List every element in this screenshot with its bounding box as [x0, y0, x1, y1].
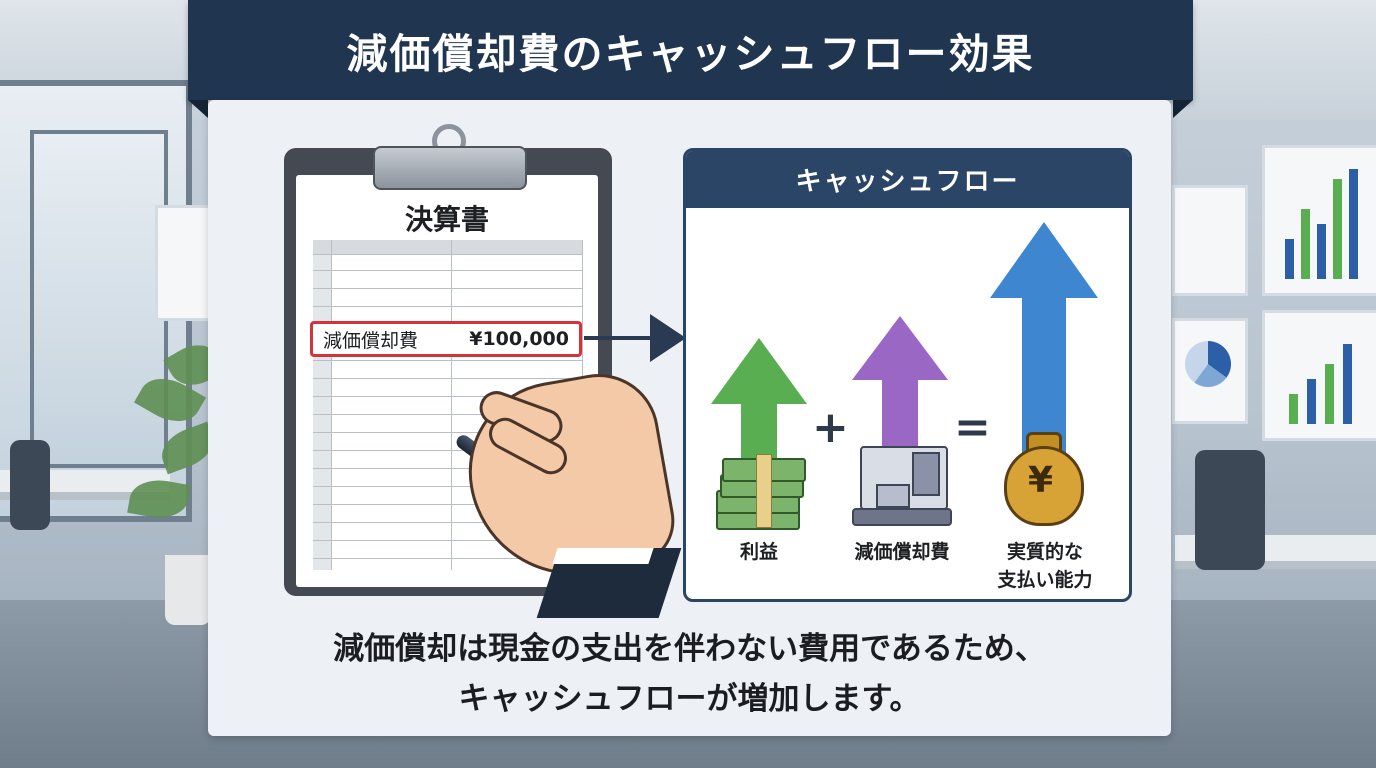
chair-left — [10, 440, 50, 530]
wall-line-chart-poster — [1172, 185, 1248, 296]
wall-chart-poster — [1262, 145, 1376, 296]
plus-operator: + — [812, 402, 849, 453]
pointer-arrow-shaft — [584, 336, 654, 340]
money-bag-icon: ¥ — [1000, 430, 1086, 526]
chair-right — [1195, 450, 1265, 570]
cashflow-header: キャッシュフロー — [686, 151, 1129, 208]
wall-bar-poster — [1262, 310, 1376, 441]
profit-label: 利益 — [739, 541, 778, 563]
depreciation-line-item: 減価償却費 ¥100,000 — [310, 321, 582, 357]
banner-fold — [1173, 100, 1193, 118]
line-item-amount: ¥100,000 — [469, 328, 569, 350]
wall-poster-left — [155, 205, 213, 321]
page-title: 減価償却費のキャッシュフロー効果 — [188, 0, 1193, 100]
equals-operator: = — [954, 402, 991, 453]
machinery-icon — [852, 440, 952, 528]
glass-partition — [30, 130, 168, 468]
caption: 減価償却は現金の支出を伴わない費用であるため、 キャッシュフローが増加します。 — [208, 624, 1171, 724]
cash-stack-icon — [716, 448, 806, 530]
wall-pie-poster — [1172, 318, 1248, 424]
clipboard-clip — [373, 146, 527, 190]
result-label-line2: 支払い能力 — [997, 569, 1093, 591]
statement-title: 決算書 — [404, 203, 489, 236]
result-label-line1: 実質的な — [1006, 541, 1083, 563]
caption-line1: 減価償却は現金の支出を伴わない費用であるため、 — [333, 631, 1046, 667]
plant-pot — [165, 555, 211, 625]
caption-line2: キャッシュフローが増加します。 — [458, 681, 921, 717]
shirt-cuff — [552, 548, 654, 564]
banner-fold — [188, 100, 208, 118]
depreciation-label: 減価償却費 — [854, 541, 950, 563]
pointer-arrow-icon — [650, 314, 686, 362]
line-item-label: 減価償却費 — [323, 329, 419, 352]
